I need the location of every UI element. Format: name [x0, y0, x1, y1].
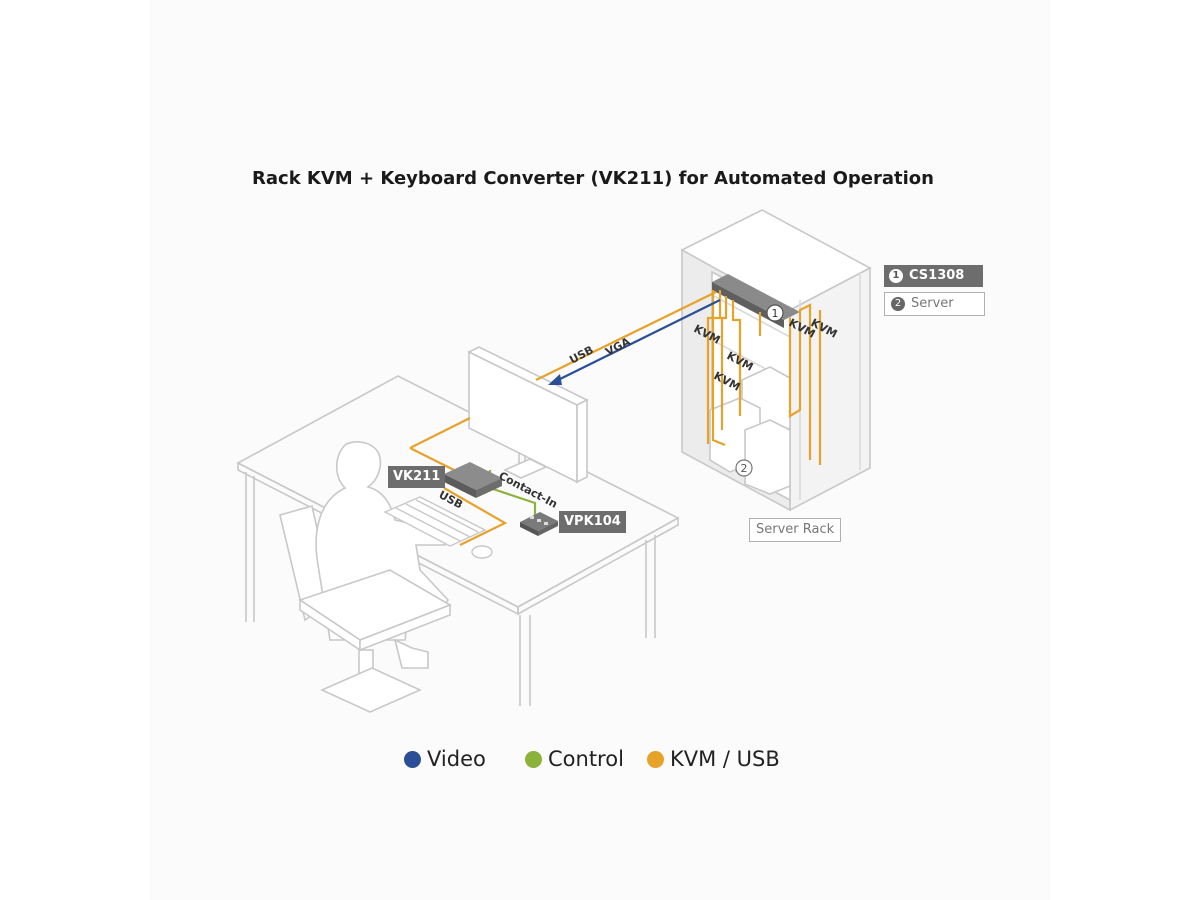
marker-1: 1 — [766, 304, 784, 322]
video-cable — [555, 299, 721, 382]
marker-2: 2 — [735, 459, 753, 477]
vk211-label-text: VK211 — [393, 469, 441, 484]
desk — [236, 375, 680, 706]
server-rack-label: Server Rack — [749, 518, 842, 542]
person-and-chair — [279, 441, 452, 713]
cs1308-key-number: 1 — [889, 268, 903, 283]
diagram-title: Rack KVM + Keyboard Converter (VK211) fo… — [252, 168, 934, 189]
server-key: 2 Server — [884, 292, 985, 316]
kvm-usb-cables — [409, 290, 822, 546]
server-rack-label-text: Server Rack — [756, 522, 835, 537]
vpk104-device — [520, 512, 558, 536]
mouse — [471, 545, 493, 559]
video-cable-arrowhead — [548, 374, 562, 385]
legend-video-dot — [404, 750, 421, 768]
vpk104-label-text: VPK104 — [564, 514, 621, 529]
cs1308-key-text: CS1308 — [909, 268, 965, 283]
server-rack — [680, 209, 872, 512]
legend-control-dot — [525, 750, 542, 768]
legend-video-label: Video — [427, 747, 486, 771]
vpk104-label: VPK104 — [559, 511, 626, 533]
cs1308-key: 1 CS1308 — [884, 265, 983, 287]
keyboard — [383, 496, 487, 547]
server-key-text: Server — [911, 296, 954, 311]
marker-1-text: 1 — [772, 307, 779, 320]
legend-kvm-usb-dot — [647, 750, 664, 768]
vk211-label: VK211 — [388, 466, 446, 488]
diagram-canvas — [150, 0, 1050, 900]
legend-video: Video — [404, 747, 486, 771]
legend-control-label: Control — [548, 747, 624, 771]
monitor — [467, 346, 589, 484]
marker-2-text: 2 — [741, 462, 748, 475]
cable-label-vga: VGA — [603, 335, 633, 359]
server-key-number: 2 — [891, 296, 905, 311]
legend-kvm-usb-label: KVM / USB — [670, 747, 780, 771]
legend-kvm-usb: KVM / USB — [647, 747, 780, 771]
vk211-device — [444, 462, 502, 498]
legend-control: Control — [525, 747, 624, 771]
